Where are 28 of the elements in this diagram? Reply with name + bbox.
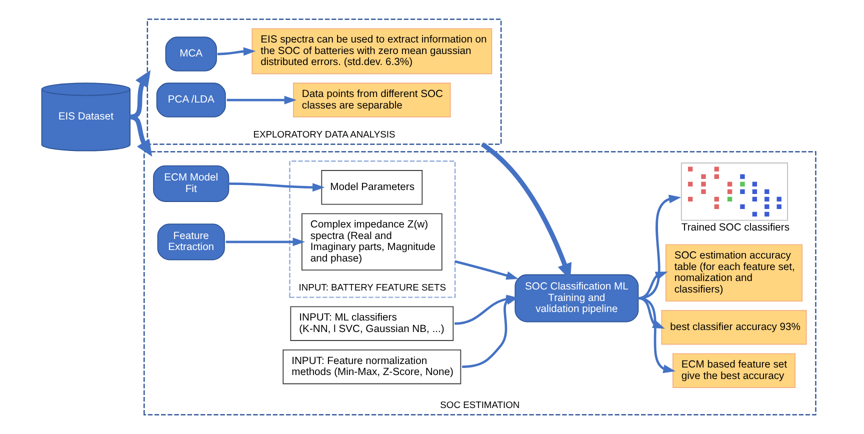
arrow xyxy=(462,296,518,368)
node-box xyxy=(680,162,788,221)
arrow xyxy=(226,96,296,104)
arrow xyxy=(228,182,324,192)
node-box: best classifier accuracy 93% xyxy=(660,310,806,345)
node-box: MCA xyxy=(164,36,216,72)
node-box: EIS spectra can be used to extract information on the SOC of batteries with zero mean gaussian distributed errors. (std.dev. 6.3%) xyxy=(251,28,492,74)
arrow xyxy=(638,297,676,374)
arrow xyxy=(225,238,305,246)
node-box: INPUT: ML classifiers (K-NN, l SVC, Gaussian NB, ...) xyxy=(290,306,454,341)
node-box: Model Parameters xyxy=(320,170,422,205)
arrow xyxy=(637,194,681,300)
node-label: Trained SOC classifiers xyxy=(680,222,790,234)
node-box: Complex impedance Z(w) spectra (Real and Imaginary parts, Magnitude and phase) xyxy=(300,213,442,271)
arrow xyxy=(129,114,152,157)
node-box: Data points from different SOC classes are separable xyxy=(292,82,450,118)
node-box: SOC Classification ML Training and validation pipeline xyxy=(514,274,638,322)
arrow xyxy=(454,260,518,280)
arrow xyxy=(638,297,664,329)
node-box: ECM Model Fit xyxy=(152,165,229,202)
arrow xyxy=(129,70,150,120)
arrow xyxy=(480,142,572,280)
node-box: ECM based feature set give the best accuracy xyxy=(672,353,796,388)
arrow xyxy=(216,47,256,56)
node-box: INPUT: Feature normalization methods (Min-Max, Z-Score, None) xyxy=(282,349,461,384)
node-box: SOC estimation accuracy table (for each feature set, nomalization and classifiers) xyxy=(664,244,802,302)
node-box: PCA /LDA xyxy=(156,82,226,118)
node-box: Feature Extraction xyxy=(156,224,224,260)
